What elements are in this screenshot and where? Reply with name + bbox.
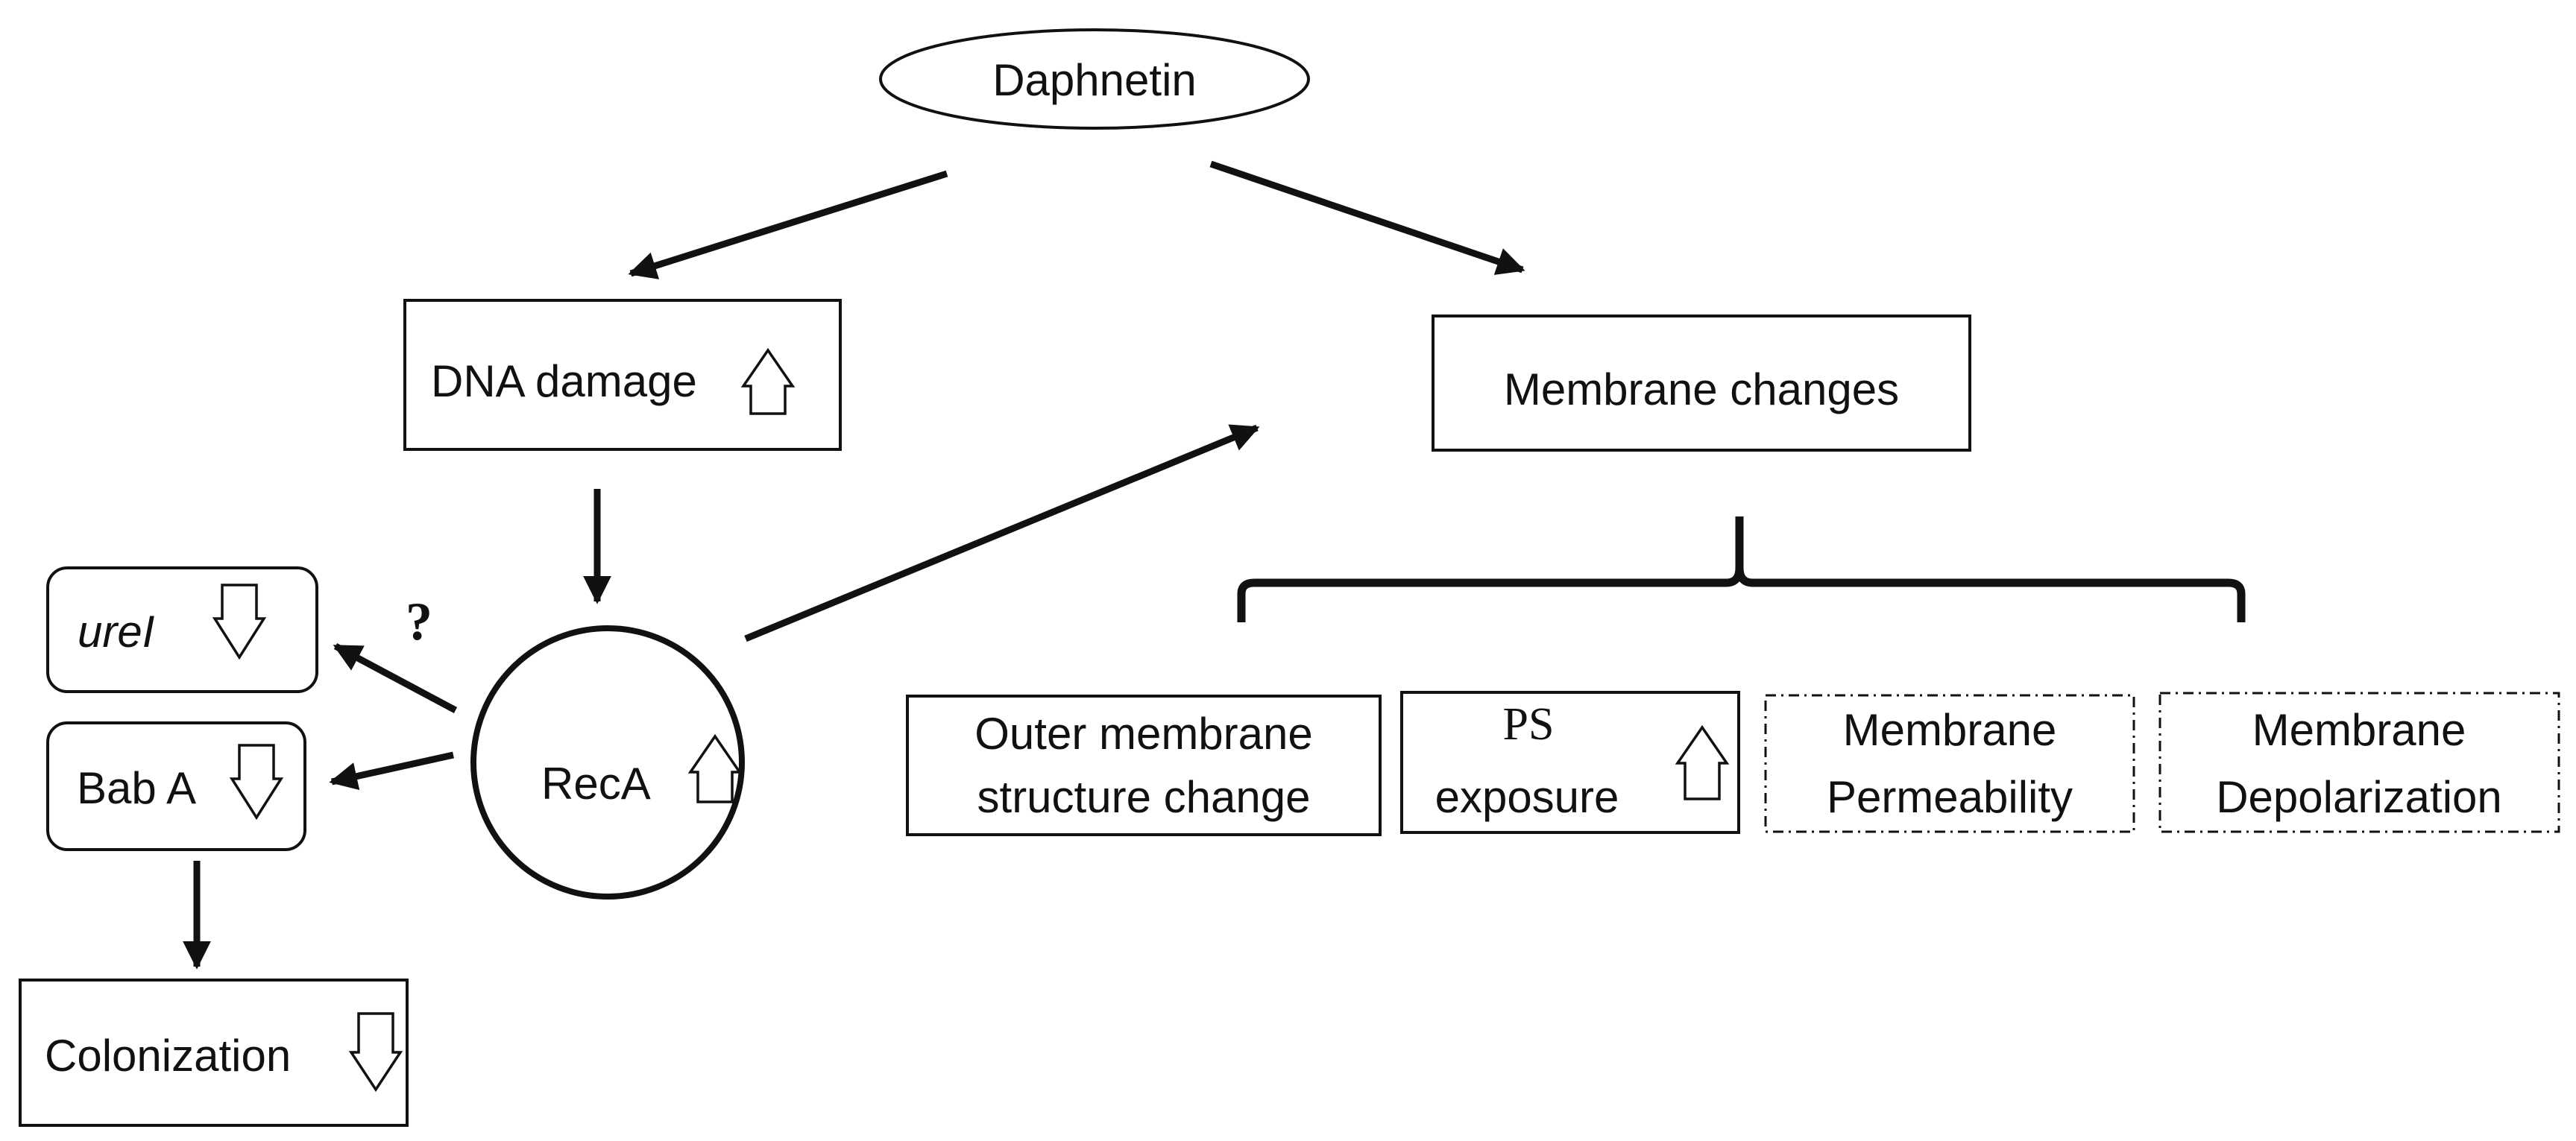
daphnetin-label: Daphnetin: [992, 55, 1197, 105]
dna-damage-node: DNA damage: [403, 299, 842, 451]
depolarization-label-line1: Membrane: [2252, 705, 2466, 755]
arrow-reca-to-urei: [333, 643, 458, 713]
up-arrow-icon: [740, 347, 796, 415]
bab-a-label: Bab A: [77, 763, 196, 813]
permeability-label-line1: Membrane: [1843, 705, 2057, 755]
question-mark-label: ?: [406, 592, 432, 651]
arrow-daphnetin-to-dna-damage: [628, 170, 948, 279]
urei-label: ureI: [78, 607, 154, 657]
down-arrow-icon: [348, 1012, 403, 1093]
colonization-label: Colonization: [45, 1031, 291, 1081]
outer-membrane-label-line1: Outer membrane: [974, 709, 1313, 759]
colonization-node: Colonization: [19, 979, 409, 1127]
membrane-depolarization-node: Membrane Depolarization: [2158, 692, 2560, 833]
daphnetin-node: Daphnetin: [879, 28, 1310, 130]
curly-brace: [1237, 516, 2246, 622]
bab-a-node: Bab A: [46, 721, 306, 851]
outer-membrane-node: Outer membrane structure change: [906, 695, 1382, 836]
ps-label-line1: PS: [1503, 699, 1555, 750]
arrow-daphnetin-to-membrane-changes: [1209, 160, 1525, 275]
membrane-changes-node: Membrane changes: [1432, 315, 1971, 452]
depolarization-label-line2: Depolarization: [2216, 772, 2502, 822]
up-arrow-icon: [687, 733, 743, 803]
ps-label-line2: exposure: [1435, 772, 1619, 822]
arrow-reca-to-bab-a: [329, 751, 454, 791]
urei-node: ureI: [46, 566, 318, 693]
down-arrow-icon: [229, 744, 284, 821]
membrane-changes-label: Membrane changes: [1504, 364, 1899, 414]
ps-exposure-node: PS exposure: [1400, 691, 1740, 834]
reca-node: RecA: [470, 625, 745, 900]
down-arrow-icon: [212, 584, 267, 660]
membrane-permeability-node: Membrane Permeability: [1764, 694, 2135, 833]
dna-damage-label: DNA damage: [431, 356, 697, 406]
up-arrow-icon: [1675, 724, 1730, 800]
arrow-reca-to-membrane-changes: [744, 424, 1260, 642]
reca-label: RecA: [541, 759, 651, 809]
outer-membrane-label-line2: structure change: [977, 772, 1311, 822]
permeability-label-line2: Permeability: [1827, 772, 2073, 822]
